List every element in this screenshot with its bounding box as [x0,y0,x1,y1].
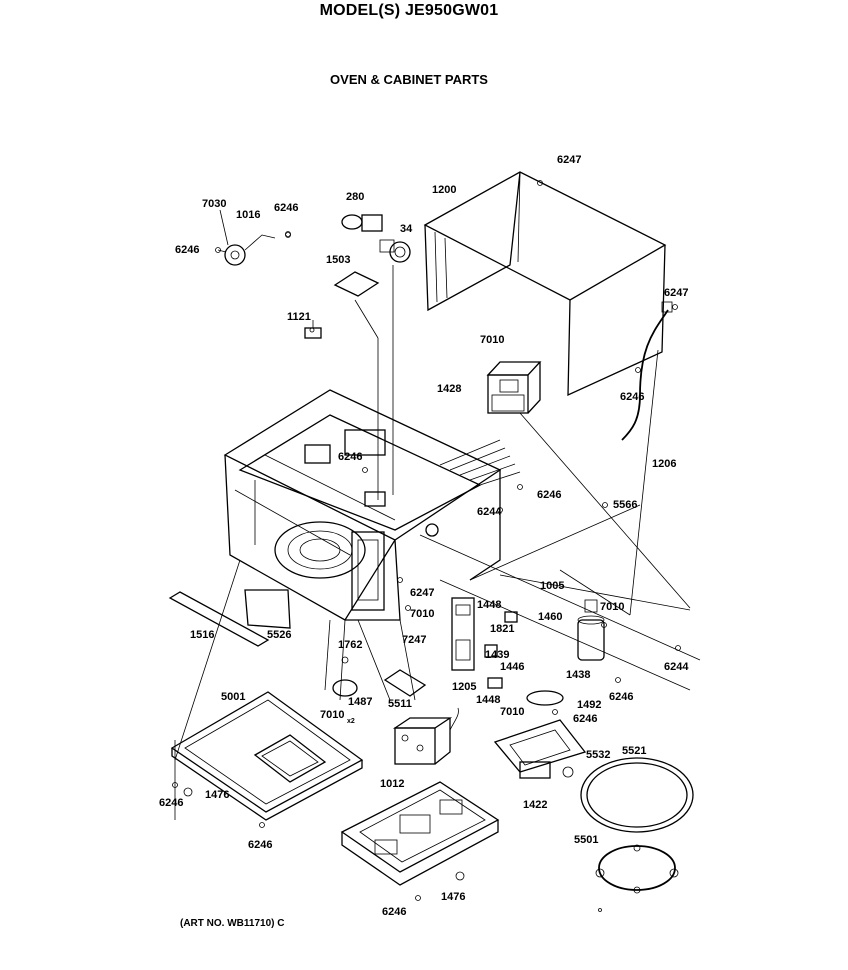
callout-1821: 1821 [490,623,514,635]
callout-1516: 1516 [190,629,214,641]
fan-motor-assembly [217,209,291,266]
waveguide-cover-1503 [333,271,380,297]
bottom-tray [340,781,500,886]
callout-7010: 7010 [320,709,344,721]
callout-1012: 1012 [380,778,404,790]
callout-7030: 7030 [202,198,226,210]
callout-7247: 7247 [402,634,426,646]
capacitor-1005 [577,599,605,661]
screws [172,180,681,912]
callout-7010: 7010 [500,706,524,718]
choke-strip-1516 [168,591,270,647]
callout-7010: 7010 [410,608,434,620]
reference-lines [174,265,701,820]
roller-ring-5501 [595,844,679,894]
callout-1438: 1438 [566,669,590,681]
oven-cavity-chassis [223,389,521,621]
callout-1422: 1422 [523,799,547,811]
callout-1200: 1200 [432,184,456,196]
callout-x2: x2 [347,718,355,725]
callout-5511: 5511 [388,698,412,710]
interlock-switch-assembly [451,597,518,689]
callout-1121: 1121 [287,311,311,323]
lamp-and-socket [341,214,411,263]
callout-6246: 6246 [609,691,633,703]
callout-1476: 1476 [441,891,465,903]
callout-6246: 6246 [573,713,597,725]
callout-5521: 5521 [622,745,646,757]
callout-6246: 6246 [620,391,644,403]
callout-5501: 5501 [574,834,598,846]
magnetron-1012 [392,707,459,765]
callout-1460: 1460 [538,611,562,623]
callout-6247: 6247 [410,587,434,599]
callout-6246: 6246 [338,451,362,463]
callout-1205: 1205 [452,681,476,693]
cabinet-wrap-1200 [423,171,667,397]
callout-1492: 1492 [577,699,601,711]
callout-1503: 1503 [326,254,350,266]
art-number: (ART NO. WB11710) C [180,918,285,929]
callout-7010: 7010 [600,601,624,613]
callout-280: 280 [346,191,364,203]
callout-1428: 1428 [437,383,461,395]
callout-5532: 5532 [586,749,610,761]
callout-1206: 1206 [652,458,676,470]
callout-1448: 1448 [477,599,501,611]
callout-1762: 1762 [338,639,362,651]
callout-6246: 6246 [274,202,298,214]
callout-6246: 6246 [537,489,561,501]
callout-5566: 5566 [613,499,637,511]
callout-6247: 6247 [557,154,581,166]
callout-1446: 1446 [500,661,524,673]
stirrer-assembly [493,690,587,779]
page-title: MODEL(S) JE950GW01 [319,2,499,19]
callout-1005: 1005 [540,580,564,592]
callout-1439: 1439 [485,649,509,661]
callout-6246: 6246 [248,839,272,851]
callout-5001: 5001 [221,691,245,703]
callout-1476: 1476 [205,789,229,801]
callout-6247: 6247 [664,287,688,299]
page-subtitle: OVEN & CABINET PARTS [330,72,488,87]
base-plate-5001 [170,691,364,821]
callout-6244: 6244 [477,506,502,518]
callout-labels: 6247 7030 1016 6246 280 1200 34 6246 150… [159,154,689,918]
callout-6246: 6246 [175,244,199,256]
callout-1487: 1487 [348,696,372,708]
transformer-1428 [486,361,542,414]
callout-6246: 6246 [382,906,406,918]
power-cord-1206 [621,301,673,441]
callout-5526: 5526 [267,629,291,641]
turntable-motor-1487 [332,656,358,697]
callout-34: 34 [400,223,413,235]
callout-6246: 6246 [159,797,183,809]
panel-5526 [244,589,291,629]
callout-7010: 7010 [480,334,504,346]
callout-6244: 6244 [664,661,689,673]
callout-1448: 1448 [476,694,500,706]
glass-tray-5521 [580,757,694,833]
callout-1016: 1016 [236,209,260,221]
relay-board-5511 [383,669,427,697]
